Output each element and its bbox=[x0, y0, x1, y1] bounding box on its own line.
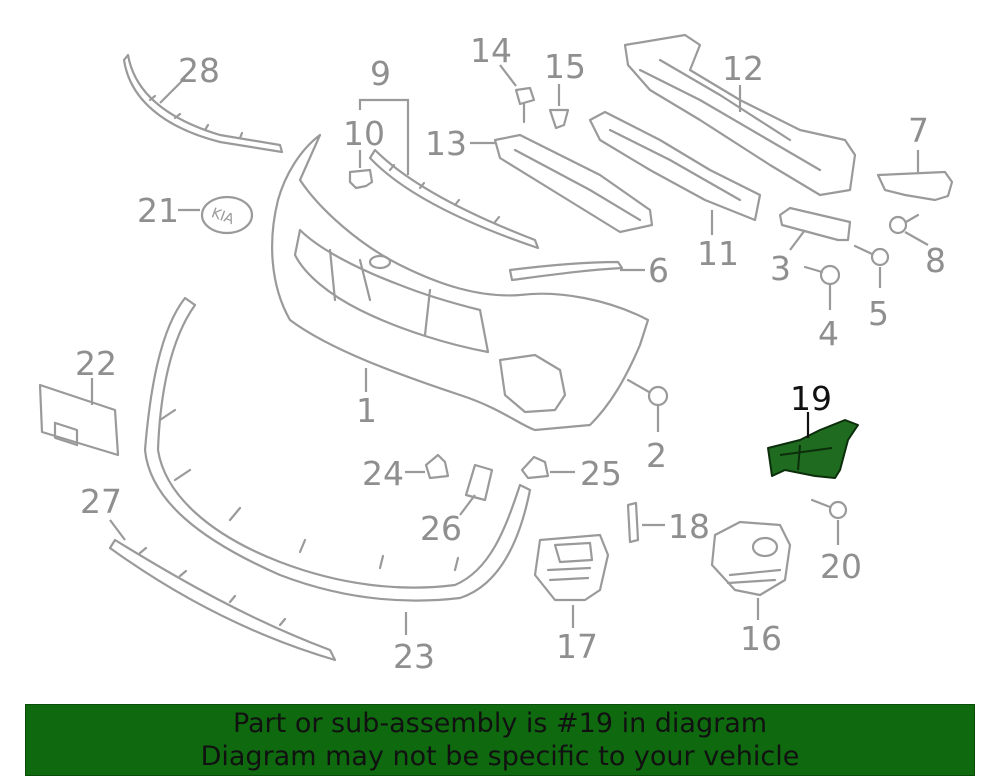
part-17-fog-bezel: 17 bbox=[533, 533, 610, 666]
callout-25: 25 bbox=[580, 454, 622, 493]
part-5-screw: 5 bbox=[853, 244, 890, 333]
callout-26: 26 bbox=[420, 509, 462, 548]
callout-9: 9 bbox=[370, 54, 391, 93]
callout-22: 22 bbox=[75, 344, 117, 383]
part-14-bolt: 14 bbox=[470, 31, 536, 124]
part-25-clip: 25 bbox=[520, 454, 622, 493]
callout-20: 20 bbox=[820, 547, 862, 586]
parts-diagram: 28 9 10 14 15 12 13 bbox=[38, 31, 954, 676]
callout-5: 5 bbox=[868, 294, 889, 333]
part-2-bolt: 2 bbox=[626, 378, 669, 475]
part-13-absorber: 13 bbox=[425, 124, 654, 234]
callout-4: 4 bbox=[818, 314, 839, 353]
callout-10: 10 bbox=[343, 114, 385, 153]
callout-8: 8 bbox=[925, 241, 946, 280]
callout-6: 6 bbox=[648, 251, 669, 290]
callout-1: 1 bbox=[356, 391, 377, 430]
part-11-lower-absorber: 11 bbox=[588, 110, 762, 273]
part-22-license-bracket: 22 bbox=[38, 344, 120, 457]
callout-18: 18 bbox=[668, 507, 710, 546]
part-23-lower-cover: 23 bbox=[143, 296, 532, 676]
part-24-clip: 24 bbox=[362, 453, 450, 493]
part-15-clip: 15 bbox=[544, 47, 586, 130]
banner-line-2: Diagram may not be specific to your vehi… bbox=[200, 741, 800, 772]
callout-17: 17 bbox=[556, 627, 598, 666]
callout-3: 3 bbox=[770, 249, 791, 288]
part-9-upper-trim: 9 bbox=[358, 54, 540, 250]
callout-27: 27 bbox=[80, 482, 122, 521]
part-12-reinforcement: 12 bbox=[623, 33, 857, 197]
part-8-bolt: 8 bbox=[888, 213, 946, 280]
part-28-grille-strip: 28 bbox=[122, 51, 284, 154]
callout-23: 23 bbox=[393, 637, 435, 676]
svg-text:KIA: KIA bbox=[209, 205, 236, 228]
part-21-emblem: KIA 21 bbox=[137, 191, 254, 235]
callout-12: 12 bbox=[722, 49, 764, 88]
callout-21: 21 bbox=[137, 191, 179, 230]
callout-24: 24 bbox=[362, 454, 404, 493]
part-1-bumper-cover: 1 bbox=[271, 133, 650, 432]
callout-28: 28 bbox=[178, 51, 220, 90]
callout-14: 14 bbox=[470, 31, 512, 70]
callout-2: 2 bbox=[646, 436, 667, 475]
part-16-fog-bezel: 16 bbox=[710, 520, 792, 658]
part-18-strip: 18 bbox=[626, 501, 710, 546]
callout-19: 19 bbox=[790, 379, 832, 418]
part-4-bolt: 4 bbox=[803, 264, 841, 353]
part-10-clip: 10 bbox=[343, 114, 385, 190]
part-3-plate: 3 bbox=[770, 206, 852, 288]
callout-7: 7 bbox=[908, 111, 929, 150]
callout-11: 11 bbox=[697, 234, 739, 273]
part-19-bracket-highlighted: 19 bbox=[767, 379, 859, 479]
callout-13: 13 bbox=[425, 124, 467, 163]
part-27-lower-strip: 27 bbox=[80, 482, 337, 662]
callout-16: 16 bbox=[740, 619, 782, 658]
info-banner: Part or sub-assembly is #19 in diagram D… bbox=[25, 704, 975, 776]
callout-15: 15 bbox=[544, 47, 586, 86]
part-26-bracket: 26 bbox=[420, 463, 494, 548]
part-6-trim-strip: 6 bbox=[508, 251, 669, 290]
part-20-bolt: 20 bbox=[810, 498, 862, 586]
part-7-bracket: 7 bbox=[876, 111, 954, 202]
banner-line-1: Part or sub-assembly is #19 in diagram bbox=[232, 708, 768, 739]
